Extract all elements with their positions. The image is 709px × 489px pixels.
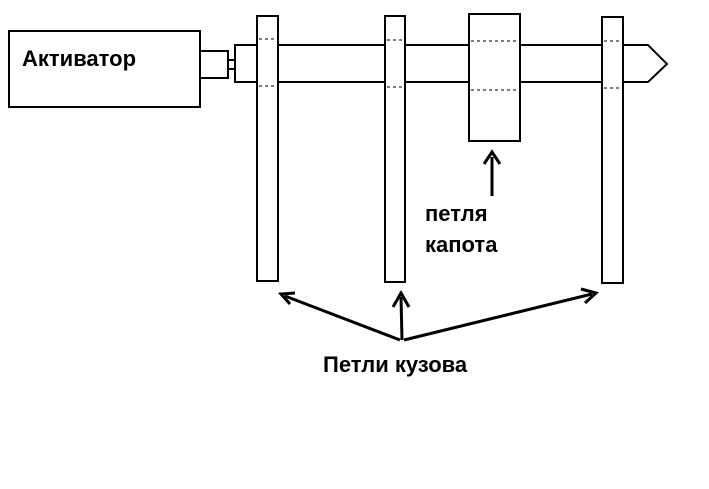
body-hinge-arrows [277,287,600,342]
hood-hinge [468,13,521,142]
hood-hinge-label-line2: капота [425,232,498,257]
hood-hinge-arrow [482,149,502,196]
actuator-label: Активатор [22,46,136,71]
body-hinge-3 [601,16,624,284]
body-hinge-1 [256,15,279,282]
actuator-rod [234,44,669,83]
actuator-coupling-pin [227,59,236,70]
actuator-box [8,30,201,108]
body-hinges-label: Петли кузова [323,352,468,377]
body-hinge-2 [384,15,406,283]
hood-hinge-label-line1: петля [425,201,488,226]
actuator-coupling [199,50,229,79]
